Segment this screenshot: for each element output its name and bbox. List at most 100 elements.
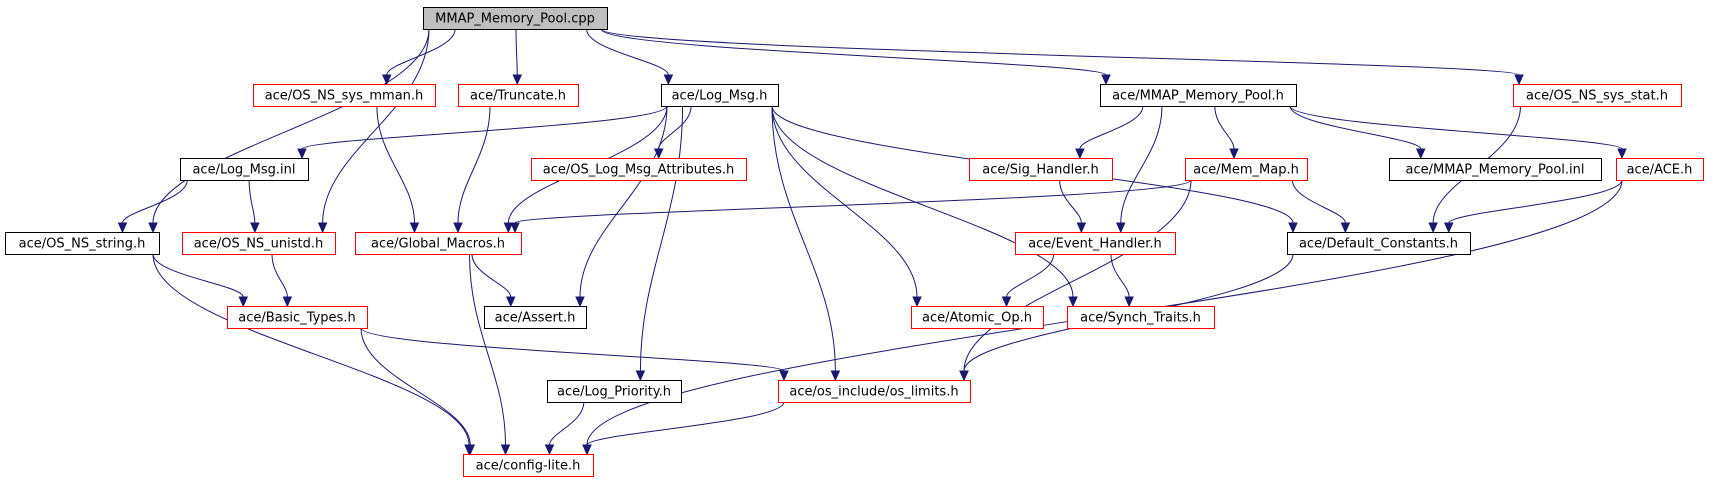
edge-line [600, 28, 1107, 76]
edge-line [457, 105, 491, 224]
node-label: MMAP_Memory_Pool.cpp [435, 12, 595, 27]
node-mmap-memory-pool-cpp[interactable]: MMAP_Memory_Pool.cpp [423, 7, 608, 30]
edge-arrowhead [505, 296, 516, 308]
node-ace-truncate-h[interactable]: ace/Truncate.h [458, 84, 579, 107]
edge-arrowhead [500, 444, 511, 456]
node-ace-log-msg-inl[interactable]: ace/Log_Msg.inl [180, 158, 309, 181]
node-ace-default-constants-h[interactable]: ace/Default_Constants.h [1287, 232, 1471, 255]
node-ace-synch-traits-h[interactable]: ace/Synch_Traits.h [1067, 306, 1215, 329]
edge-n12-to-n23 [152, 253, 474, 456]
node-box [484, 306, 587, 329]
edge-arrowhead [1124, 296, 1134, 308]
node-box [463, 454, 594, 477]
edge-arrowhead [381, 74, 392, 86]
node-label: ace/Mem_Map.h [1193, 163, 1299, 178]
node-ace-event-handler-h[interactable]: ace/Event_Handler.h [1015, 232, 1176, 255]
edge-line [1006, 253, 1055, 298]
edge-arrowhead [1101, 74, 1111, 86]
edge-line [515, 28, 518, 76]
edge-n3-to-n19 [771, 105, 922, 308]
node-ace-basic-types-h[interactable]: ace/Basic_Types.h [227, 306, 368, 329]
node-ace-assert-h[interactable]: ace/Assert.h [484, 306, 587, 329]
edge-line [301, 105, 668, 150]
node-label: ace/MMAP_Memory_Pool.inl [1405, 163, 1584, 178]
node-box [911, 306, 1044, 329]
edge-arrowhead [779, 370, 789, 382]
edge-line [639, 105, 684, 372]
node-label: ace/Sig_Handler.h [982, 163, 1098, 178]
edge-line [771, 105, 918, 298]
node-label: ace/Global_Macros.h [371, 237, 505, 252]
node-box [423, 7, 608, 30]
edge-line [360, 327, 785, 372]
node-ace-os-ns-sys-stat-h[interactable]: ace/OS_NS_sys_stat.h [1513, 84, 1682, 107]
node-label: ace/Default_Constants.h [1299, 237, 1458, 252]
node-label: ace/Truncate.h [470, 89, 566, 104]
edge-arrowhead [1075, 148, 1085, 160]
edge-n4-to-n15 [1115, 105, 1163, 234]
edge-arrowhead [409, 222, 420, 234]
node-box [661, 84, 779, 107]
edge-line [586, 28, 669, 76]
node-box [180, 158, 309, 181]
node-ace-os-ns-sys-mman-h[interactable]: ace/OS_NS_sys_mman.h [253, 84, 436, 107]
node-label: ace/MMAP_Memory_Pool.h [1112, 89, 1284, 104]
edge-arrowhead [1340, 222, 1351, 234]
edge-n4-to-n10 [1289, 105, 1426, 160]
edge-n0-to-n4 [600, 28, 1111, 86]
edge-line [771, 105, 1074, 298]
node-box [253, 84, 436, 107]
node-ace-os-log-msg-attributes-h[interactable]: ace/OS_Log_Msg_Attributes.h [531, 158, 747, 181]
node-box [1015, 232, 1176, 255]
edge-line [1079, 105, 1144, 150]
edge-arrowhead [1415, 148, 1426, 160]
edge-line [248, 179, 256, 224]
edge-arrowhead [510, 222, 520, 234]
edge-n6-to-n12 [117, 179, 188, 234]
edge-n8-to-n15 [1059, 179, 1087, 234]
edge-line [152, 253, 244, 298]
edge-n0-to-n2 [512, 28, 523, 86]
edge-n11-to-n16 [1443, 179, 1623, 234]
edge-line [658, 105, 692, 150]
node-box [227, 306, 368, 329]
edge-line [963, 179, 1192, 372]
edge-line [1059, 179, 1082, 224]
node-label: ace/OS_Log_Msg_Attributes.h [543, 163, 734, 178]
edge-arrowhead [282, 296, 293, 308]
node-box [531, 158, 747, 181]
node-ace-os-ns-string-h[interactable]: ace/OS_NS_string.h [5, 232, 160, 255]
node-ace-log-priority-h[interactable]: ace/Log_Priority.h [547, 380, 682, 403]
nodes-layer: MMAP_Memory_Pool.cpp ace/OS_NS_sys_mman.h… [5, 7, 1704, 477]
node-box [1287, 232, 1471, 255]
node-ace-mem-map-h[interactable]: ace/Mem_Map.h [1185, 158, 1308, 181]
edge-n9-to-n16 [1291, 179, 1351, 234]
edge-n3-to-n6 [297, 105, 668, 160]
node-ace-os-ns-unistd-h[interactable]: ace/OS_NS_unistd.h [182, 232, 336, 255]
node-ace-config-lite-h[interactable]: ace/config-lite.h [463, 454, 594, 477]
edge-n14-to-n23 [469, 253, 511, 456]
node-label: ace/OS_NS_sys_stat.h [1526, 89, 1668, 104]
edge-line [386, 28, 456, 76]
node-ace-os-include-os-limits-h[interactable]: ace/os_include/os_limits.h [778, 380, 971, 403]
node-ace-global-macros-h[interactable]: ace/Global_Macros.h [355, 232, 522, 255]
edge-arrowhead [1229, 148, 1239, 160]
node-ace-mmap-memory-pool-inl[interactable]: ace/MMAP_Memory_Pool.inl [1389, 158, 1602, 181]
edge-arrowhead [117, 222, 128, 234]
edge-arrowhead [1001, 296, 1012, 308]
edge-line [360, 327, 471, 446]
edge-n12-to-n17 [152, 253, 249, 308]
edge-line [152, 253, 470, 446]
node-ace-log-msg-h[interactable]: ace/Log_Msg.h [661, 84, 779, 107]
node-ace-mmap-memory-pool-h[interactable]: ace/MMAP_Memory_Pool.h [1100, 84, 1297, 107]
node-label: ace/Log_Msg.h [672, 89, 768, 104]
node-ace-sig-handler-h[interactable]: ace/Sig_Handler.h [969, 158, 1113, 181]
node-ace-ace-h[interactable]: ace/ACE.h [1616, 158, 1704, 181]
edge-n13-to-n17 [271, 253, 293, 308]
edge-n17-to-n23 [360, 327, 476, 456]
edge-n4-to-n9 [1214, 105, 1239, 160]
edge-n4-to-n11 [1289, 105, 1627, 160]
node-ace-atomic-op-h[interactable]: ace/Atomic_Op.h [911, 306, 1044, 329]
edge-arrowhead [575, 296, 585, 308]
edge-line [549, 401, 585, 446]
